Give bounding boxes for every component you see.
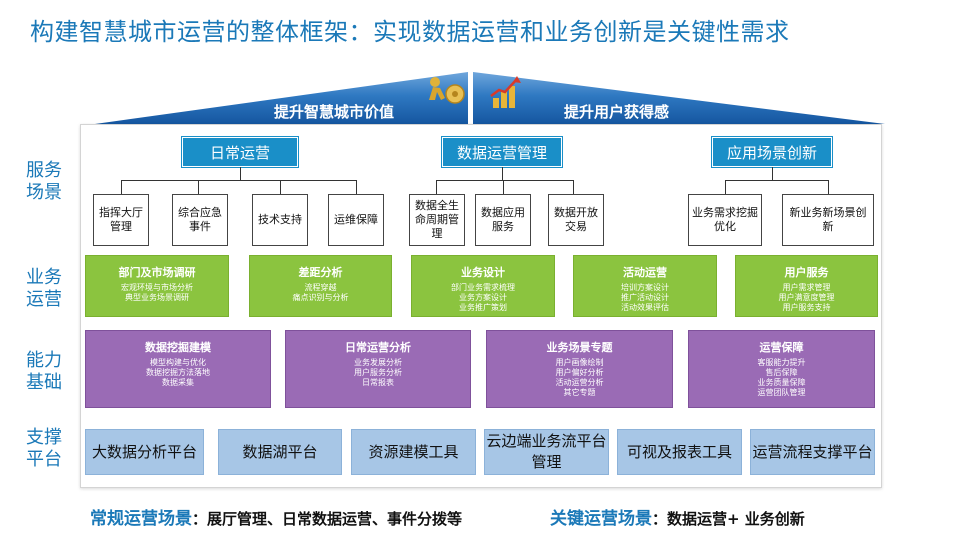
capability-card: 日常运营分析 业务发展分析 用户服务分析 日常报表 [285, 330, 471, 408]
roof-right-half [473, 72, 885, 124]
card-line: 用户满意度管理 [778, 293, 835, 302]
service-item: 数据开放交易 [548, 194, 604, 246]
card-line: 业务发展分析 [354, 358, 402, 367]
row-label-business: 业务运营 [26, 267, 62, 310]
card-line: 典型业务场景调研 [125, 293, 189, 302]
card-title: 数据挖掘建模 [145, 341, 211, 354]
card-line: 用户画像绘制 [555, 358, 604, 367]
business-card: 业务设计 部门业务需求梳理 业务方案设计 业务推广策划 [411, 255, 555, 317]
card-title: 日常运营分析 [345, 341, 411, 354]
footer-regular-scenes: 常规运营场景：展厅管理、日常数据运营、事件分拨等 [90, 504, 462, 529]
card-title: 用户服务 [784, 266, 829, 279]
service-item: 数据全生命周期管理 [409, 194, 465, 246]
card-line: 推广活动设计 [621, 293, 669, 302]
card-line: 用户服务支持 [782, 303, 831, 312]
card-line: 活动运营分析 [555, 378, 604, 387]
card-line: 业务质量保障 [757, 378, 806, 387]
footer-value: ：展厅管理、日常数据运营、事件分拨等 [192, 510, 463, 528]
card-title: 部门及市场调研 [118, 266, 196, 279]
capability-card: 业务场景专题 用户画像绘制 用户偏好分析 活动运营分析 其它专题 [486, 330, 673, 408]
roof-left-text: 提升智慧城市价值 [274, 103, 395, 121]
card-line: 用户服务分析 [354, 368, 402, 377]
figure-pushing-gear-icon [429, 77, 465, 104]
roof-left-half [95, 72, 468, 124]
card-line: 部门业务需求梳理 [451, 283, 515, 292]
service-item: 技术支持 [252, 194, 308, 246]
card-title: 差距分析 [298, 266, 343, 279]
service-head-data-ops: 数据运营管理 [442, 137, 562, 167]
platform-box: 大数据分析平台 [85, 429, 204, 475]
footer-value: ：数据运营+ 业务创新 [652, 510, 805, 528]
service-head-scene-innovation: 应用场景创新 [712, 137, 832, 167]
card-line: 用户偏好分析 [555, 368, 604, 377]
row-label-service: 服务场景 [26, 160, 62, 203]
card-line: 售后保障 [765, 368, 798, 377]
business-card: 部门及市场调研 宏观环境与市场分析 典型业务场景调研 [85, 255, 229, 317]
capability-card: 数据挖掘建模 模型构建与优化 数据挖掘方法落地 数据采集 [85, 330, 271, 408]
service-item: 指挥大厅管理 [93, 194, 149, 246]
card-line: 痛点识别与分析 [292, 293, 349, 302]
card-line: 流程穿越 [304, 283, 337, 292]
roof-banner [95, 72, 885, 124]
card-line: 业务方案设计 [459, 293, 507, 302]
card-line: 业务推广策划 [459, 303, 507, 312]
service-item: 综合应急事件 [172, 194, 228, 246]
platform-box: 可视及报表工具 [617, 429, 742, 475]
page-title: 构建智慧城市运营的整体框架：实现数据运营和业务创新是关键性需求 [30, 18, 790, 46]
card-title: 活动运营 [623, 266, 667, 279]
card-line: 数据挖掘方法落地 [146, 368, 210, 377]
row-label-support: 支撑平台 [26, 427, 62, 470]
business-card: 活动运营 培训方案设计 推广活动设计 活动效果评估 [573, 255, 717, 317]
service-item: 新业务新场景创新 [782, 194, 874, 246]
growth-chart-icon [490, 76, 521, 108]
footer-key: 常规运营场景 [90, 509, 192, 529]
card-line: 宏观环境与市场分析 [121, 283, 193, 292]
platform-box: 数据湖平台 [218, 429, 342, 475]
card-line: 其它专题 [563, 388, 596, 397]
capability-card: 运营保障 客服能力提升 售后保障 业务质量保障 运营团队管理 [688, 330, 875, 408]
card-line: 活动效果评估 [621, 303, 669, 312]
card-title: 业务设计 [461, 266, 505, 279]
card-line: 数据采集 [162, 378, 194, 387]
service-item: 业务需求挖掘优化 [688, 194, 762, 246]
card-line: 日常报表 [362, 378, 394, 387]
card-line: 培训方案设计 [621, 283, 669, 292]
platform-box: 云边端业务流平台管理 [484, 429, 609, 475]
platform-box: 资源建模工具 [351, 429, 476, 475]
card-line: 客服能力提升 [757, 358, 806, 367]
platform-box: 运营流程支撑平台 [750, 429, 875, 475]
roof-right-text: 提升用户获得感 [564, 103, 670, 121]
card-line: 运营团队管理 [757, 388, 806, 397]
row-label-capability: 能力基础 [26, 350, 62, 393]
business-card: 用户服务 用户需求管理 用户满意度管理 用户服务支持 [735, 255, 878, 317]
card-line: 模型构建与优化 [150, 358, 206, 367]
card-line: 用户需求管理 [782, 283, 831, 292]
service-item: 运维保障 [328, 194, 384, 246]
footer-key: 关键运营场景 [550, 509, 652, 529]
business-card: 差距分析 流程穿越 痛点识别与分析 [249, 255, 392, 317]
service-item: 数据应用服务 [475, 194, 531, 246]
card-title: 业务场景专题 [546, 341, 613, 354]
service-head-daily-ops: 日常运营 [182, 137, 298, 167]
footer-key-scenes: 关键运营场景：数据运营+ 业务创新 [550, 504, 805, 529]
card-title: 运营保障 [759, 341, 804, 354]
